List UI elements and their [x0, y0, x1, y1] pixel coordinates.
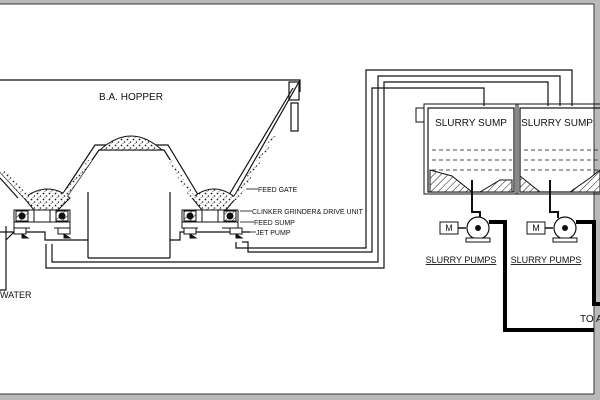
motor-label-1: M	[445, 223, 453, 233]
slurry-sump-label-2: SLURRY SUMP	[521, 118, 593, 129]
clinker-grinder-left	[13, 209, 71, 229]
sump-bottom-1	[429, 169, 513, 193]
clinker-grinder-right	[181, 209, 239, 229]
hopper-label: B.A. HOPPER	[99, 92, 163, 103]
jet-pumps	[13, 227, 244, 239]
motor-label-2: M	[532, 223, 540, 233]
slurry-pump-1: M	[439, 216, 491, 243]
jet-pump-discharge-lines	[45, 69, 573, 269]
water-supply-line	[0, 226, 15, 291]
jet-pump-label: JET PUMP	[256, 230, 291, 237]
ash-slope-mid-right	[168, 160, 196, 198]
ash-slope-left	[0, 170, 30, 198]
feed-sump-label: FEED SUMP	[254, 220, 295, 227]
feed-gate-label: FEED GATE	[258, 187, 297, 194]
ash-heap-right	[191, 188, 237, 211]
ash-heap-left	[23, 188, 71, 211]
drawing-sheet	[0, 4, 594, 394]
pump-suction-pipes	[471, 180, 559, 218]
slurry-pumps-label-2: SLURRY PUMPS	[511, 255, 582, 265]
sump-bottom-2	[519, 169, 600, 193]
diagram-labels: B.A. HOPPER FEED GATE CLINKER GRINDER& D…	[0, 92, 600, 325]
clinker-grinder-label: CLINKER GRINDER& DRIVE UNIT	[252, 209, 364, 216]
slurry-discharge-lines	[489, 220, 600, 332]
water-label: WATER	[0, 290, 32, 300]
slurry-sump-label-1: SLURRY SUMP	[435, 118, 507, 129]
outlet-label: TO A	[580, 314, 600, 325]
slurry-pump-2: M	[526, 216, 578, 243]
ash-heap-center	[98, 135, 164, 151]
ash-slope-mid-left	[60, 160, 92, 198]
slurry-pumps-label-1: SLURRY PUMPS	[426, 255, 497, 265]
ash-slope-right	[232, 136, 276, 200]
